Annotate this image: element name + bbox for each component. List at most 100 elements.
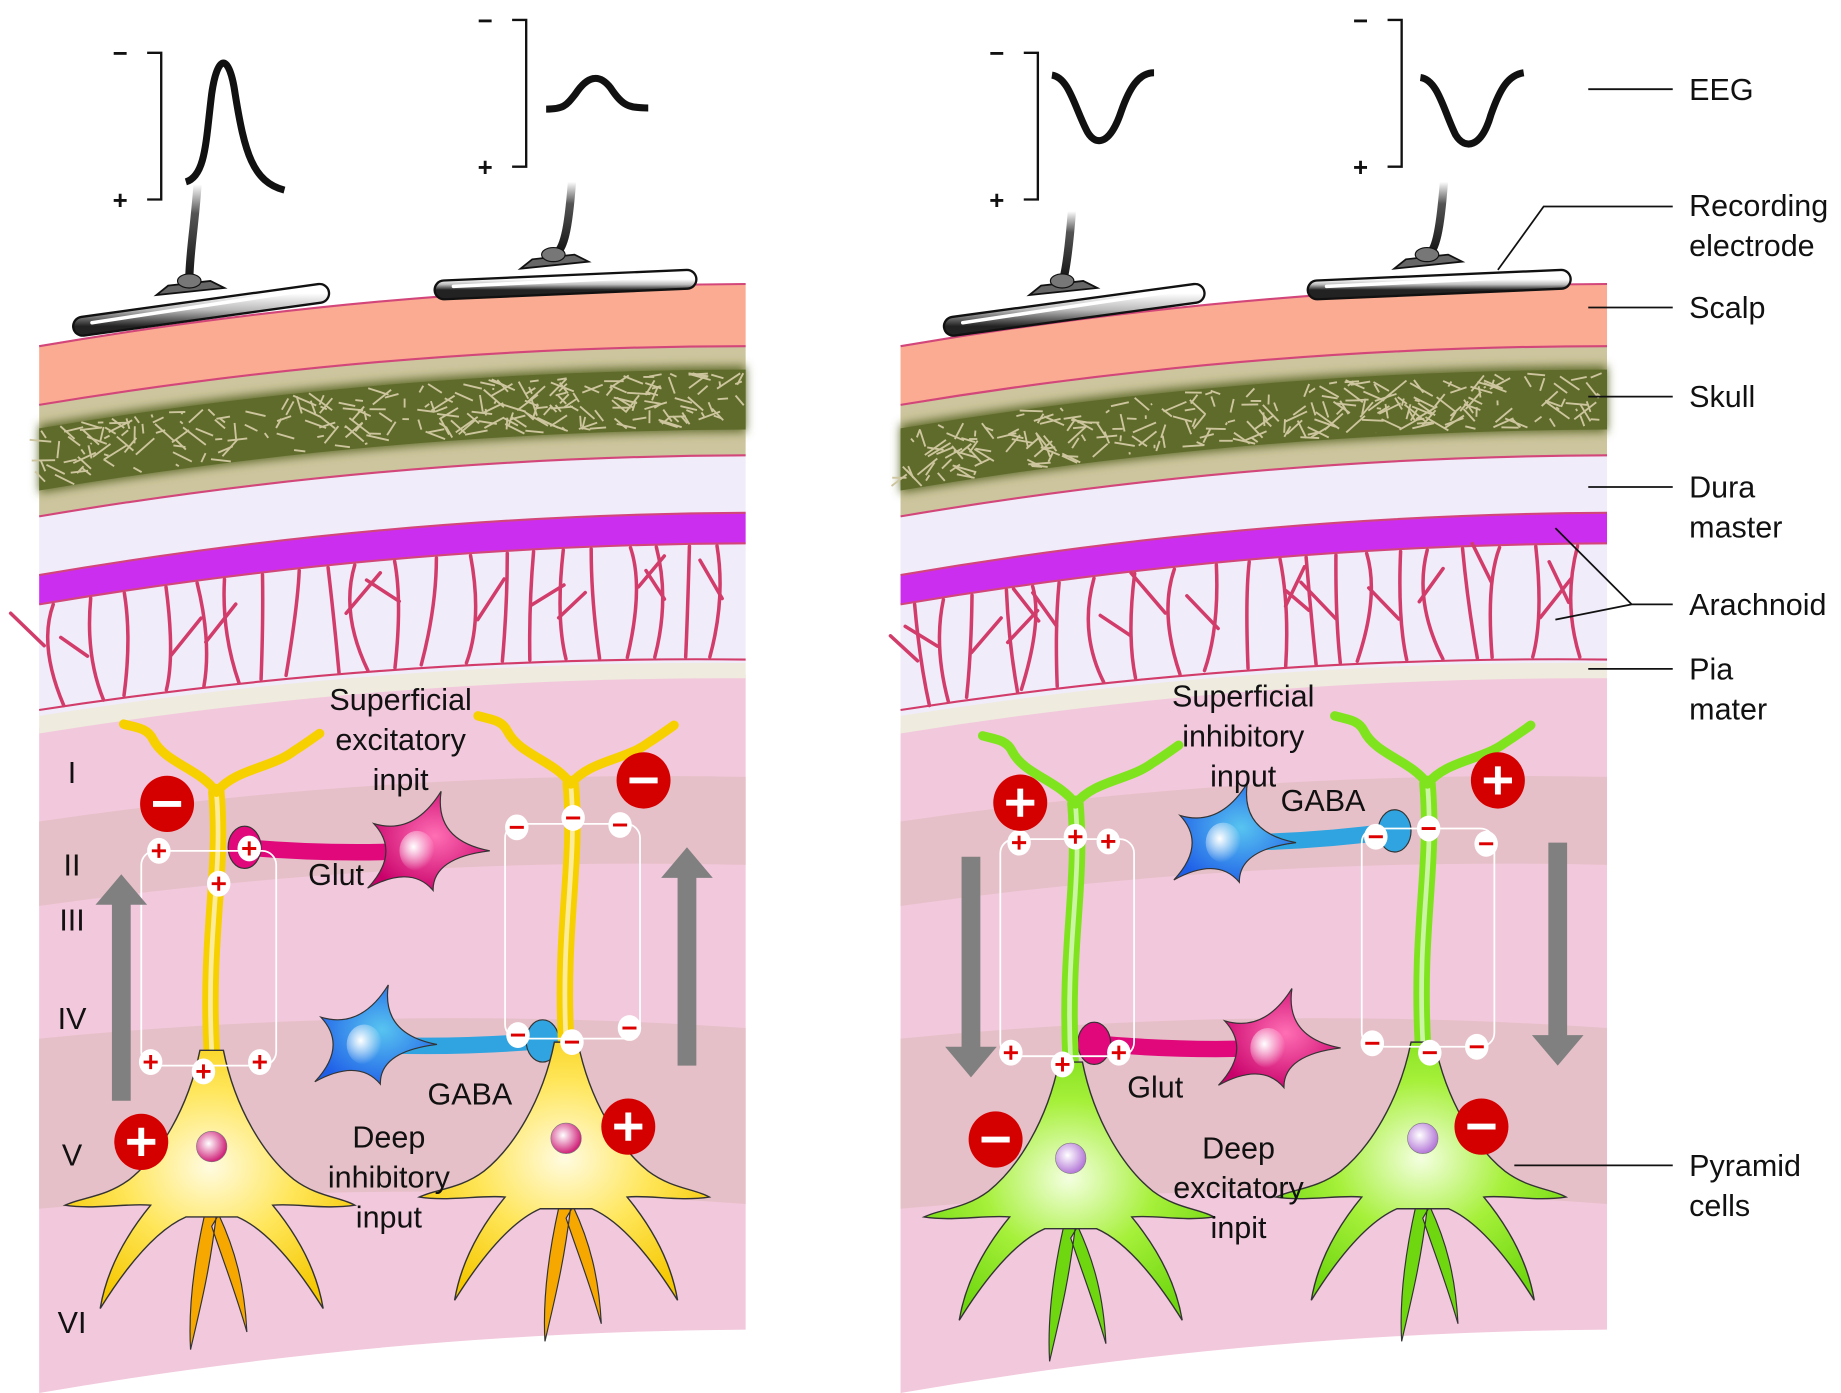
plus-icon bbox=[1111, 1045, 1126, 1060]
trabecula bbox=[973, 448, 995, 462]
trabecula bbox=[320, 416, 336, 430]
electrode-connector bbox=[176, 273, 202, 289]
trabecula bbox=[334, 444, 351, 449]
trabecula bbox=[717, 397, 729, 401]
vessel-branch bbox=[1299, 580, 1338, 621]
trabecula bbox=[1413, 396, 1435, 409]
trabecula bbox=[1196, 441, 1205, 447]
trabecula bbox=[944, 447, 963, 459]
trabecula bbox=[1210, 396, 1216, 407]
trabecula bbox=[214, 418, 226, 430]
trabecula bbox=[384, 393, 399, 399]
trabecula bbox=[1559, 375, 1580, 391]
trabecula bbox=[357, 409, 372, 417]
trabecula bbox=[1132, 421, 1157, 434]
vessel-branch bbox=[698, 558, 724, 601]
trabecula bbox=[1134, 397, 1150, 411]
vessel bbox=[937, 597, 951, 704]
deep-input-label-line1: Deep bbox=[1202, 1131, 1275, 1165]
trabecula bbox=[491, 378, 516, 392]
trabecula bbox=[1160, 424, 1167, 439]
eeg-waveform bbox=[1419, 69, 1525, 148]
vessel bbox=[122, 591, 130, 698]
trabecula bbox=[466, 412, 480, 425]
label-pia-line2: mater bbox=[1689, 692, 1767, 726]
trabecula bbox=[961, 437, 976, 443]
trabecula bbox=[1155, 440, 1161, 452]
trabecula bbox=[1066, 418, 1077, 432]
trabecula bbox=[1560, 398, 1566, 408]
trabecula bbox=[299, 406, 322, 418]
trabecula bbox=[1590, 418, 1600, 421]
trabecula bbox=[1080, 434, 1087, 442]
vessel bbox=[87, 596, 106, 702]
trabecula bbox=[959, 442, 972, 454]
trabecula bbox=[924, 439, 947, 456]
trabecula bbox=[937, 472, 946, 482]
recording-electrodes bbox=[72, 181, 1572, 337]
trabecula bbox=[1025, 436, 1040, 450]
plus-icon bbox=[1003, 1045, 1018, 1060]
trabecula bbox=[1470, 374, 1485, 392]
trabecula bbox=[1262, 404, 1280, 422]
label-recording-electrode-line1: Recording bbox=[1689, 189, 1828, 223]
trabecula bbox=[1096, 422, 1107, 437]
vessel-branch bbox=[1031, 590, 1059, 628]
trabecula bbox=[983, 426, 994, 432]
eeg-scale-bracket bbox=[1387, 18, 1403, 168]
trabecula bbox=[1579, 403, 1592, 422]
leader-line-arachnoid bbox=[1554, 527, 1673, 621]
trabecula bbox=[427, 428, 445, 434]
vessel bbox=[683, 544, 692, 659]
trabecula bbox=[1465, 425, 1476, 430]
trabecula bbox=[1436, 396, 1456, 413]
trabecula bbox=[56, 440, 61, 459]
apical-tuft-right bbox=[1422, 720, 1536, 789]
vessel bbox=[1488, 545, 1502, 660]
skull-trabecular-texture bbox=[890, 372, 1602, 487]
trabecula bbox=[276, 415, 292, 422]
trabecula bbox=[711, 407, 724, 421]
trabecula bbox=[1443, 414, 1465, 430]
trabecula bbox=[1417, 402, 1436, 417]
trabecula bbox=[82, 429, 100, 446]
trabecula bbox=[1347, 380, 1355, 387]
trabecula bbox=[1555, 406, 1560, 411]
trabecula bbox=[89, 442, 93, 445]
pyramidal-soma bbox=[62, 1049, 357, 1309]
trabecula bbox=[483, 388, 505, 408]
trabecula bbox=[1489, 377, 1511, 390]
arachnoid-inner-boundary bbox=[900, 542, 1608, 606]
trabecula bbox=[579, 405, 596, 420]
trabecula bbox=[589, 426, 607, 430]
trabecula bbox=[611, 399, 627, 413]
trabecula bbox=[216, 415, 231, 420]
trabecula bbox=[1449, 405, 1462, 417]
trabecula bbox=[927, 442, 952, 458]
trabecula bbox=[417, 408, 435, 413]
trabecula bbox=[103, 458, 115, 468]
vessel bbox=[1086, 576, 1106, 684]
trabecula bbox=[1575, 408, 1578, 412]
trabecula bbox=[1131, 435, 1148, 448]
trabecula bbox=[605, 387, 614, 397]
trabecula bbox=[1546, 401, 1571, 420]
plus-icon bbox=[614, 1112, 643, 1141]
right-panel-neurons bbox=[921, 711, 1584, 1362]
electrode-cable bbox=[551, 181, 577, 259]
vessel bbox=[1304, 555, 1318, 667]
trabecula bbox=[949, 463, 961, 473]
trabecula bbox=[1161, 408, 1173, 418]
arachnoid-space bbox=[39, 543, 746, 716]
trabecula bbox=[1539, 377, 1546, 392]
trabecula bbox=[1119, 435, 1122, 442]
trabecula bbox=[616, 422, 637, 430]
trabecula bbox=[1184, 419, 1192, 435]
trabecula bbox=[890, 473, 908, 487]
apical-tuft-left bbox=[1330, 711, 1433, 789]
nucleus bbox=[196, 1131, 228, 1163]
eeg-scale-bracket bbox=[147, 51, 163, 201]
trabecula bbox=[1105, 409, 1110, 414]
vessel-branch bbox=[58, 635, 90, 658]
trabecula bbox=[954, 422, 965, 440]
